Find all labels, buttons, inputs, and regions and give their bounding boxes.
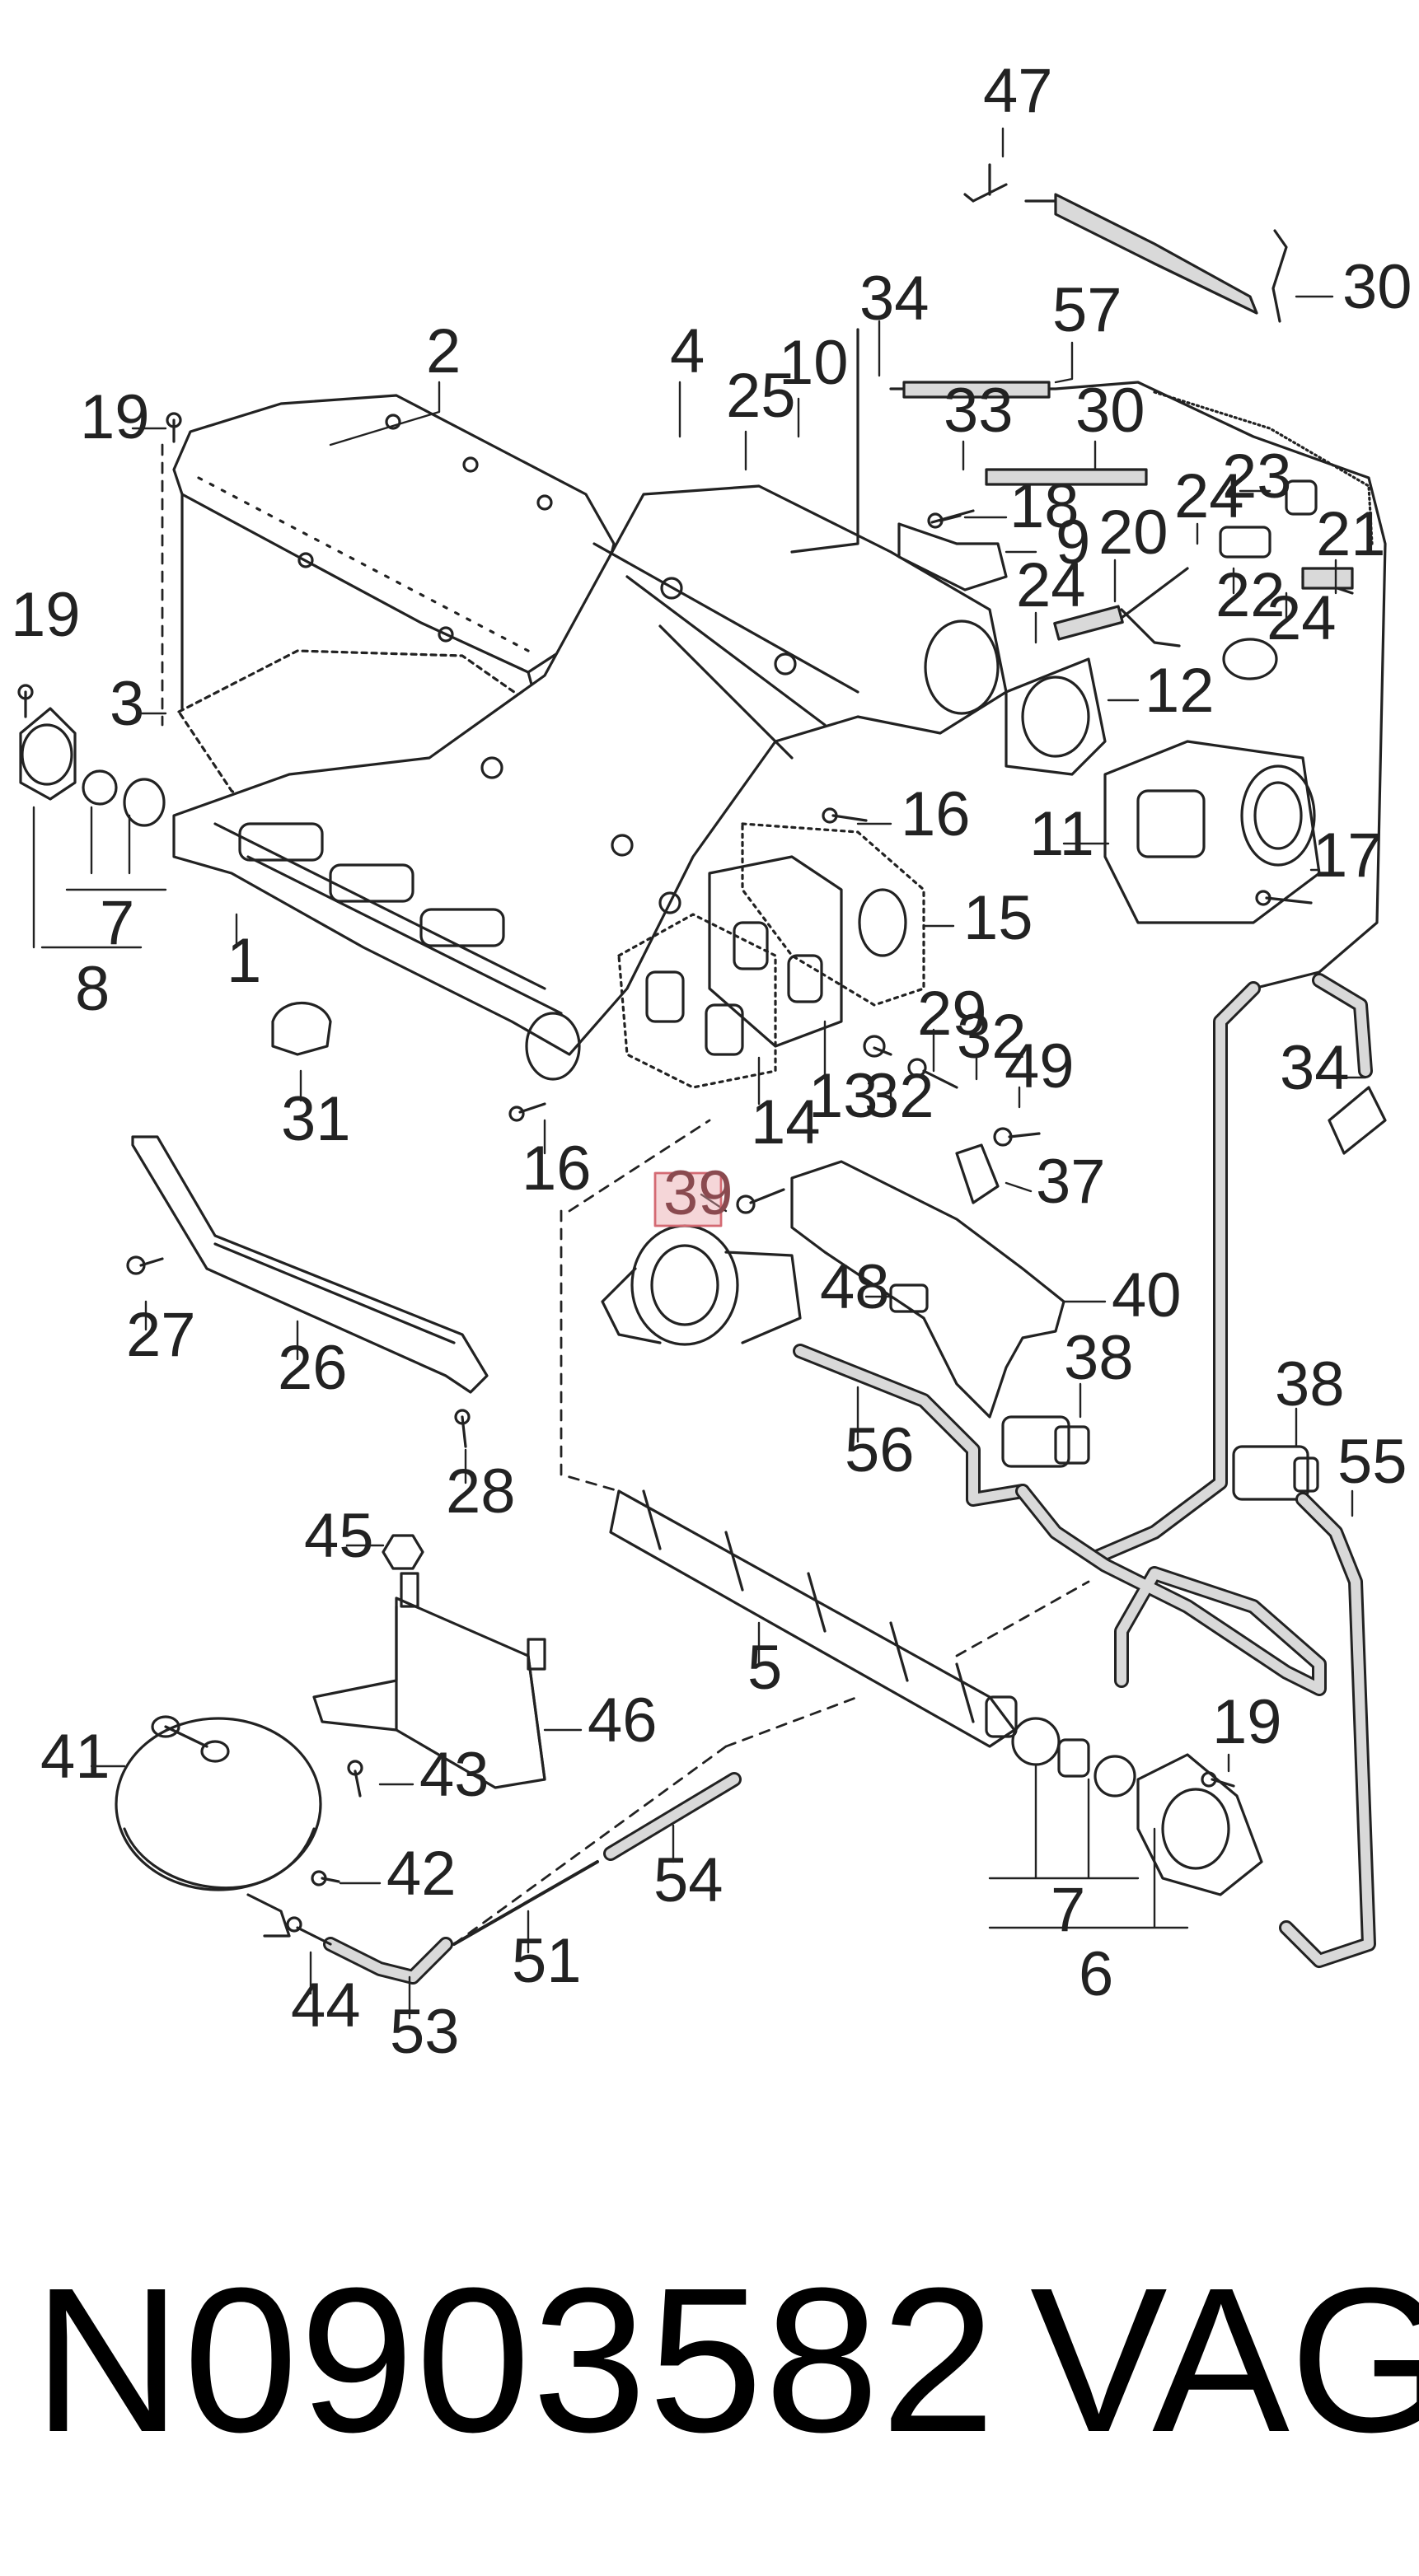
- callout-45: 45: [304, 1501, 374, 1571]
- support-bracket-26-part: [131, 1135, 489, 1394]
- callout-54: 54: [653, 1845, 724, 1915]
- callout-19-bottom: 19: [1212, 1687, 1282, 1757]
- callout-46: 46: [588, 1685, 658, 1756]
- callout-20: 20: [1098, 498, 1168, 568]
- callout-2: 2: [426, 316, 461, 386]
- vacuum-hoses-bottom: [323, 1772, 742, 1985]
- callout-14: 14: [751, 1087, 821, 1157]
- callout-57: 57: [1052, 275, 1122, 345]
- highlight-box-39: [653, 1171, 723, 1227]
- callout-41: 41: [40, 1722, 110, 1792]
- throttle-body-part: [1103, 740, 1321, 924]
- callout-33: 33: [944, 376, 1014, 446]
- callout-7-left: 7: [100, 888, 134, 958]
- callout-labels: 47 30 34 57 2 4 25 10 33 30 19 18 9 24 2…: [11, 56, 1412, 2067]
- callout-24-b: 24: [1267, 583, 1337, 653]
- exploded-parts-diagram: 47 30 34 57 2 4 25 10 33 30 19 18 9 24 2…: [11, 56, 1412, 2067]
- vacuum-hoses-upper: [790, 163, 1387, 990]
- callout-12: 12: [1145, 656, 1215, 726]
- callout-40: 40: [1112, 1260, 1182, 1330]
- callout-22: 22: [1215, 560, 1286, 630]
- flange-gasket-14-part: [617, 913, 777, 1089]
- callout-leaders: [32, 127, 1367, 2020]
- callout-29: 29: [917, 979, 987, 1049]
- callout-28: 28: [446, 1456, 516, 1526]
- callout-8: 8: [75, 954, 110, 1024]
- callout-30-top: 30: [1342, 252, 1412, 322]
- callout-55: 55: [1337, 1427, 1407, 1497]
- egr-valve-part: [601, 1224, 802, 1346]
- callout-7-bottom: 7: [1051, 1875, 1085, 1945]
- callout-42: 42: [386, 1839, 457, 1909]
- callout-3: 3: [110, 669, 144, 739]
- charge-pipe-part: [609, 1489, 1018, 1748]
- callout-13: 13: [808, 1061, 878, 1131]
- flange-gasket-13-part: [708, 855, 843, 1048]
- callout-15: 15: [963, 883, 1033, 953]
- connector-48-part: [889, 1283, 929, 1313]
- callout-16-b: 16: [522, 1134, 592, 1204]
- callout-53: 53: [390, 1997, 460, 2067]
- callout-34-top: 34: [859, 264, 930, 334]
- callout-1: 1: [227, 926, 261, 996]
- callout-19-top: 19: [80, 382, 150, 452]
- callout-16-a: 16: [901, 779, 971, 849]
- callout-27: 27: [126, 1300, 196, 1370]
- callout-21: 21: [1316, 499, 1386, 569]
- clip-37-part: [955, 1143, 1000, 1204]
- callout-44: 44: [291, 1971, 361, 2041]
- callout-31: 31: [281, 1084, 351, 1154]
- callout-24-c: 24: [1016, 550, 1086, 620]
- callout-4: 4: [670, 316, 705, 386]
- vacuum-hoses-middle: [793, 973, 1387, 1968]
- reservoir-bracket-part: [312, 1572, 546, 1789]
- clamp-31-part: [271, 1002, 332, 1056]
- sensor-left-part: [19, 707, 166, 827]
- callout-23: 23: [1222, 442, 1292, 512]
- callout-6: 6: [1079, 1939, 1113, 2009]
- dashed-leader-lines: [161, 443, 1090, 1946]
- callout-17: 17: [1313, 820, 1383, 891]
- callout-30-mid: 30: [1075, 376, 1145, 446]
- flange-gasket-15-part: [741, 822, 925, 1007]
- callout-10: 10: [779, 328, 849, 398]
- callout-19-left: 19: [11, 580, 81, 650]
- callout-26: 26: [278, 1333, 348, 1403]
- nut-45-part: [382, 1534, 424, 1570]
- sensor-bottom-part: [1011, 1717, 1263, 1896]
- callout-47: 47: [983, 56, 1053, 126]
- intake-manifold-lower-part: [172, 484, 1008, 1081]
- check-valve-assembly: [1053, 479, 1354, 680]
- callout-32-b: 32: [864, 1061, 934, 1131]
- callout-9: 9: [1056, 507, 1090, 577]
- callout-11: 11: [1029, 799, 1094, 869]
- callout-48: 48: [820, 1252, 890, 1322]
- callout-18: 18: [1009, 471, 1079, 541]
- callout-34-right: 34: [1280, 1033, 1350, 1103]
- callout-25: 25: [726, 361, 796, 431]
- callout-38-right: 38: [1275, 1349, 1345, 1419]
- throttle-gasket-part: [1005, 657, 1107, 776]
- callout-38-left: 38: [1064, 1323, 1134, 1393]
- vacuum-reservoir-part: [115, 1715, 322, 1938]
- callout-43: 43: [419, 1740, 489, 1810]
- part-number: N0903582: [33, 2245, 997, 2475]
- egr-pipe-40-part: [790, 1160, 1065, 1419]
- callout-56: 56: [845, 1415, 915, 1485]
- callout-39: 39: [663, 1158, 733, 1228]
- solenoid-valve-right-part: [1232, 1445, 1319, 1501]
- callout-5: 5: [747, 1633, 782, 1703]
- callout-49: 49: [1005, 1031, 1075, 1101]
- bolts: [17, 412, 1313, 1946]
- callout-37: 37: [1036, 1147, 1106, 1217]
- callout-51: 51: [512, 1926, 582, 1996]
- brand-name: VAG: [1030, 2245, 1419, 2475]
- solenoid-valve-left-part: [1001, 1415, 1090, 1468]
- callout-24-a: 24: [1174, 461, 1244, 531]
- callout-32-a: 32: [957, 1002, 1027, 1072]
- caption-footer: N0903582 VAG: [0, 2208, 1419, 2537]
